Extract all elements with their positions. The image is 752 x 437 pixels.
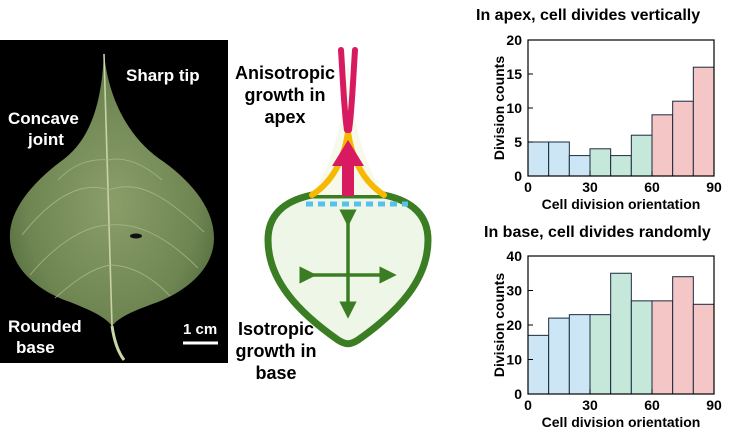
concave-joint-line-2: joint <box>28 130 64 149</box>
y-tick-label: 0 <box>514 386 522 402</box>
leaf-image <box>9 52 218 361</box>
rounded-base-label: Rounded base <box>8 316 82 358</box>
histogram-bar <box>630 134 653 177</box>
growth-diagram: Anisotropic growth in apex Isotropic gro… <box>228 0 468 432</box>
x-tick-label: 90 <box>706 179 722 195</box>
apex-label-line-2: growth in <box>244 85 326 105</box>
apex-label-line-3: apex <box>264 107 306 127</box>
leaf-petiole <box>110 325 126 361</box>
histogram-bar <box>610 155 632 177</box>
apex-tip-left <box>338 47 350 133</box>
x-tick-label: 0 <box>524 397 532 413</box>
histogram-bar <box>692 303 715 395</box>
y-tick-label: 20 <box>506 317 522 333</box>
y-tick-label: 40 <box>506 248 522 264</box>
apex-label-line-1: Anisotropic <box>234 63 335 83</box>
histogram-bar <box>651 114 674 177</box>
histogram-bar <box>589 314 612 395</box>
histogram-bar <box>548 141 570 177</box>
apex-chart-title: In apex, cell divides vertically <box>476 7 701 24</box>
histogram-bar <box>672 276 694 395</box>
histogram-bar <box>527 141 550 177</box>
growth-diagram-graphic <box>264 47 432 348</box>
x-tick-label: 90 <box>706 397 722 413</box>
base-chart-title: In base, cell divides randomly <box>484 224 711 241</box>
x-tick-label: 0 <box>524 179 532 195</box>
x-axis-label: Cell division orientation <box>542 196 701 211</box>
x-tick-label: 60 <box>644 179 660 195</box>
leaf-photo-panel: Sharp tip Concave joint Rounded base 1 c… <box>0 40 228 363</box>
y-tick-label: 0 <box>514 168 522 184</box>
leaf-spot <box>130 233 142 239</box>
x-tick-label: 60 <box>644 397 660 413</box>
apex-edge-right <box>345 129 387 198</box>
histogram-bar <box>589 148 612 177</box>
histogram-bar <box>651 300 674 395</box>
y-axis-label: Division counts <box>491 273 507 377</box>
histogram-bar <box>672 100 694 177</box>
y-axis-label: Division counts <box>491 56 507 160</box>
histogram-bar <box>527 334 550 395</box>
y-tick-label: 10 <box>506 352 522 368</box>
x-axis-label: Cell division orientation <box>542 414 701 430</box>
base-label-line-3: base <box>255 363 297 383</box>
concave-joint-line-1: Concave <box>8 109 79 128</box>
histogram-bar <box>610 272 632 395</box>
x-tick-label: 30 <box>582 397 598 413</box>
y-tick-label: 10 <box>506 100 522 116</box>
base-label-line-2: growth in <box>235 341 317 361</box>
histogram-bar <box>568 314 591 395</box>
x-tick-label: 30 <box>582 179 598 195</box>
y-tick-label: 30 <box>506 283 522 299</box>
anisotropic-growth-label: Anisotropic growth in apex <box>230 62 340 128</box>
histogram-bar <box>630 300 653 395</box>
y-tick-label: 5 <box>514 134 522 150</box>
histogram-bar <box>568 155 591 177</box>
apex-growth-arrow <box>332 140 364 196</box>
sharp-tip-label: Sharp tip <box>126 66 200 85</box>
base-label-line-1: Isotropic <box>237 319 314 339</box>
histogram-bar <box>548 317 570 395</box>
concave-joint-label: Concave joint <box>8 108 79 150</box>
apex-tip-right <box>346 47 358 133</box>
rounded-base-line-1: Rounded <box>8 317 82 336</box>
y-tick-label: 20 <box>506 32 522 48</box>
isotropic-growth-label: Isotropic growth in base <box>226 318 326 384</box>
rounded-base-line-2: base <box>16 338 55 357</box>
y-tick-label: 15 <box>506 66 522 82</box>
leaf-veins <box>21 158 205 299</box>
histogram-bar <box>692 66 715 177</box>
scale-bar-label: 1 cm <box>183 321 218 338</box>
